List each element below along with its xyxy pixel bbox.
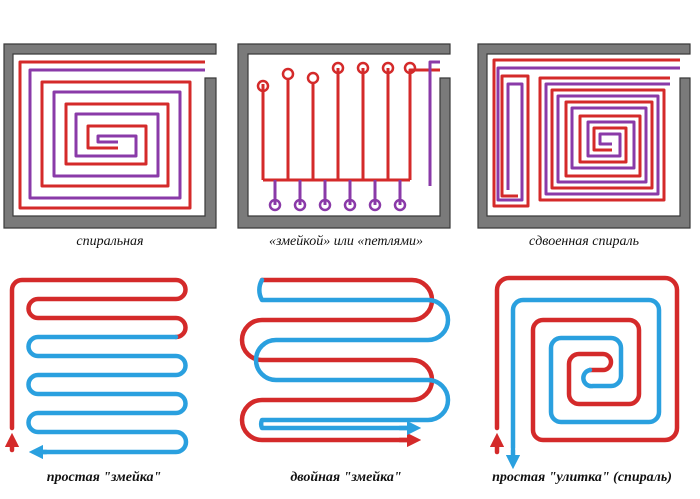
loop-end [256, 79, 270, 93]
loop-end [393, 198, 407, 212]
return-pipe [26, 334, 189, 455]
room-wall [237, 43, 451, 229]
return-pipe [544, 82, 670, 196]
panel-loops [237, 43, 451, 229]
caption-spiral: спиральная [76, 234, 144, 249]
caption-snail: простая "улитка" (спираль) [492, 470, 672, 485]
loop-end [293, 198, 307, 212]
return-pipe [496, 66, 680, 202]
supply-pipe [9, 277, 188, 431]
supply-pipe [239, 277, 435, 443]
room-wall [477, 43, 691, 229]
loop-end [403, 61, 417, 75]
loop-end [343, 198, 357, 212]
return-pipe [253, 277, 451, 431]
loop-end [331, 61, 345, 75]
loop-end [268, 198, 282, 212]
loop-end [281, 67, 295, 81]
panel-double-spiral [477, 43, 691, 229]
return-pipe [510, 297, 662, 451]
caption-simple-snake: простая "змейка" [46, 470, 162, 485]
loop-end [381, 61, 395, 75]
panel-simple-snake [4, 277, 189, 460]
room-wall [3, 43, 217, 229]
loop-end [368, 198, 382, 212]
return-pipe [28, 68, 205, 200]
caption-double-spiral: сдвоенная спираль [529, 234, 639, 249]
return-pipe [273, 60, 440, 205]
supply-pipe [538, 76, 670, 202]
supply-pipe [18, 60, 205, 210]
supply-pipe [261, 68, 440, 182]
loop-end [306, 71, 320, 85]
panel-double-snake [239, 277, 451, 448]
supply-pipe [492, 58, 680, 208]
caption-double-snake: двойная "змейка" [290, 470, 402, 485]
loop-end [318, 198, 332, 212]
panel-snail [489, 275, 680, 470]
loop-end [356, 61, 370, 75]
caption-snake-loops: «змейкой» или «петлями» [268, 234, 424, 249]
panel-spiral [3, 43, 217, 229]
supply-pipe [494, 275, 680, 443]
